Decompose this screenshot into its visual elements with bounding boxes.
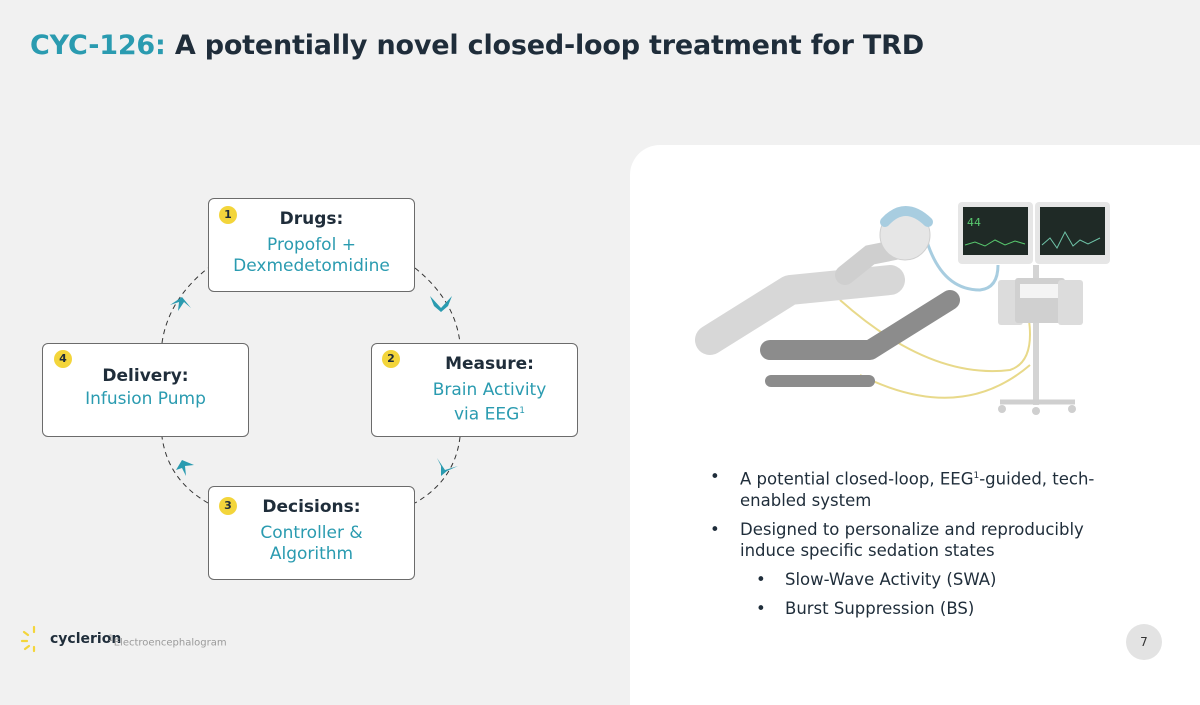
footnote-text: Electroencephalogram bbox=[113, 637, 227, 649]
step-measure-footnote-ref: 1 bbox=[519, 406, 525, 416]
bullet-1: A potential closed-loop, EEG1-guided, te… bbox=[706, 466, 1126, 511]
slide-title: CYC-126: A potentially novel closed-loop… bbox=[30, 30, 924, 61]
sub-bullet-1: Slow-Wave Activity (SWA) bbox=[706, 569, 1126, 590]
step-measure-box: Measure: Brain Activity via EEG1 bbox=[371, 343, 578, 437]
patient-body bbox=[695, 265, 905, 355]
step-drugs-box: Drugs: Propofol + Dexmedetomidine bbox=[208, 198, 415, 292]
step-measure-heading: Measure: bbox=[445, 354, 534, 374]
step-decisions-heading: Decisions: bbox=[262, 497, 361, 517]
step-decisions-box: Decisions: Controller & Algorithm bbox=[208, 486, 415, 580]
arrow-down-right-1 bbox=[430, 296, 452, 312]
wheel-2 bbox=[1032, 407, 1040, 415]
bullet-1-pre: A potential closed-loop, EEG bbox=[740, 469, 974, 489]
connector-measure-decisions bbox=[414, 436, 461, 504]
infusion-pump-display bbox=[1020, 284, 1060, 298]
arrow-up-left-3 bbox=[176, 460, 194, 476]
step-measure-line1: Brain Activity bbox=[432, 380, 547, 400]
iv-line-2 bbox=[859, 364, 1031, 399]
wheel-3 bbox=[1068, 405, 1076, 413]
arrow-up-right-4 bbox=[170, 297, 191, 311]
monitor-right-screen bbox=[1040, 207, 1105, 255]
logo-wordmark: cyclerion bbox=[50, 631, 122, 647]
wheel bbox=[998, 405, 1006, 413]
monitor-right-wave bbox=[1041, 230, 1101, 249]
monitor-left-wave bbox=[964, 239, 1026, 247]
cyclerion-logo: cyclerion bbox=[20, 625, 121, 653]
step-drugs-line2: Dexmedetomidine bbox=[233, 256, 390, 276]
step-drugs-heading: Drugs: bbox=[279, 209, 344, 229]
eeg-headset bbox=[880, 206, 933, 227]
step-4-badge: 4 bbox=[54, 350, 72, 368]
arrow-down-left-2 bbox=[437, 458, 458, 476]
bullet-1-post: -guided, tech-enabled system bbox=[740, 469, 1095, 510]
bullet-1-footnote-ref: 1 bbox=[973, 471, 980, 481]
cycle-connectors bbox=[161, 267, 461, 504]
monitor-pole bbox=[1033, 265, 1039, 405]
title-main: A potentially novel closed-loop treatmen… bbox=[174, 30, 924, 61]
step-delivery-box: Delivery: Infusion Pump bbox=[42, 343, 249, 437]
sub-bullet-2: Burst Suppression (BS) bbox=[706, 598, 1126, 619]
treatment-setup-illustration: 44 bbox=[695, 202, 1110, 415]
monitor-left-value: 44 bbox=[967, 216, 981, 229]
step-decisions-line2: Algorithm bbox=[269, 544, 354, 564]
step-1-badge: 1 bbox=[219, 206, 237, 224]
logo-sun-icon bbox=[20, 625, 36, 653]
step-measure-line2: via EEG bbox=[454, 404, 520, 425]
footnote: 1Electroencephalogram bbox=[108, 634, 227, 648]
page-number: 7 bbox=[1126, 624, 1162, 660]
step-delivery-line1: Infusion Pump bbox=[85, 389, 206, 409]
eeg-cable bbox=[923, 234, 1000, 292]
step-drugs-line1: Propofol + bbox=[267, 235, 356, 255]
step-2-badge: 2 bbox=[382, 350, 400, 368]
footnote-marker: 1 bbox=[108, 634, 114, 644]
title-accent: CYC-126: bbox=[30, 30, 166, 61]
connector-decisions-delivery bbox=[161, 436, 209, 504]
bullet-list: A potential closed-loop, EEG1-guided, te… bbox=[706, 466, 1126, 627]
step-decisions-line1: Controller & bbox=[260, 523, 363, 543]
step-3-badge: 3 bbox=[219, 497, 237, 515]
bullet-2: Designed to personalize and reproducibly… bbox=[706, 519, 1126, 561]
chair-seat bbox=[760, 290, 960, 360]
step-delivery-heading: Delivery: bbox=[102, 366, 189, 386]
monitor-left-screen bbox=[963, 207, 1028, 255]
step-measure-line2-wrap: via EEG1 bbox=[372, 401, 577, 426]
connector-delivery-drugs bbox=[161, 267, 209, 344]
infusion-pump-right bbox=[1058, 280, 1083, 325]
chair-base bbox=[765, 375, 875, 387]
